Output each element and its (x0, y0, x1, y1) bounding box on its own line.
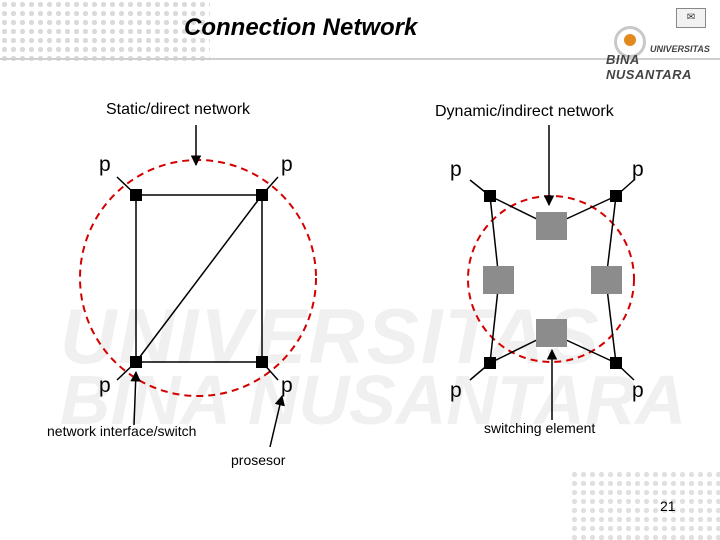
page-number: 21 (660, 498, 676, 514)
dynamic-processor-tr: p (632, 158, 644, 181)
dynamic-processor-tl: p (450, 158, 462, 181)
static-edge-diagonal (135, 194, 263, 363)
logo-line-1: UNIVERSITAS (650, 44, 710, 54)
dynamic-port-bl (484, 357, 496, 369)
dynamic-port-tl (484, 190, 496, 202)
static-processor-tl: p (99, 153, 111, 176)
static-processor-br: p (281, 374, 293, 397)
dynamic-network-heading: Dynamic/indirect network (435, 103, 614, 120)
decorative-dot-pattern (0, 0, 210, 62)
static-switch-bl (130, 356, 142, 368)
static-processor-bl: p (99, 374, 111, 397)
watermark-line-2: BINA NUSANTARA (60, 361, 687, 439)
logo-ring-icon (614, 26, 646, 58)
processor-arrow (269, 394, 285, 448)
processor-label: prosesor (231, 452, 286, 468)
dynamic-port-tr (610, 190, 622, 202)
slide-title: Connection Network (184, 14, 418, 41)
interface-arrow (130, 370, 141, 426)
logo-line-2: BINA NUSANTARA (606, 52, 692, 82)
static-processor-tr: p (281, 153, 293, 176)
title-divider (0, 58, 720, 60)
switching-element-label: switching element (484, 420, 596, 436)
static-switch-tr (256, 189, 268, 201)
dynamic-processor-bl: p (450, 379, 462, 402)
switching-element-bottom (536, 319, 567, 347)
interface-label: network interface/switch (47, 423, 197, 439)
switching-element-top (536, 212, 567, 240)
static-switch-tl (130, 189, 142, 201)
logo-dot-icon (624, 34, 636, 46)
static-network-heading: Static/direct network (106, 101, 251, 118)
switching-element-right (591, 266, 622, 294)
dynamic-processor-br: p (632, 379, 644, 402)
switching-element-left (483, 266, 514, 294)
decorative-dot-pattern-bottom (570, 470, 720, 540)
university-logo-icon: ✉ (676, 8, 706, 28)
dynamic-port-br (610, 357, 622, 369)
static-switch-br (256, 356, 268, 368)
